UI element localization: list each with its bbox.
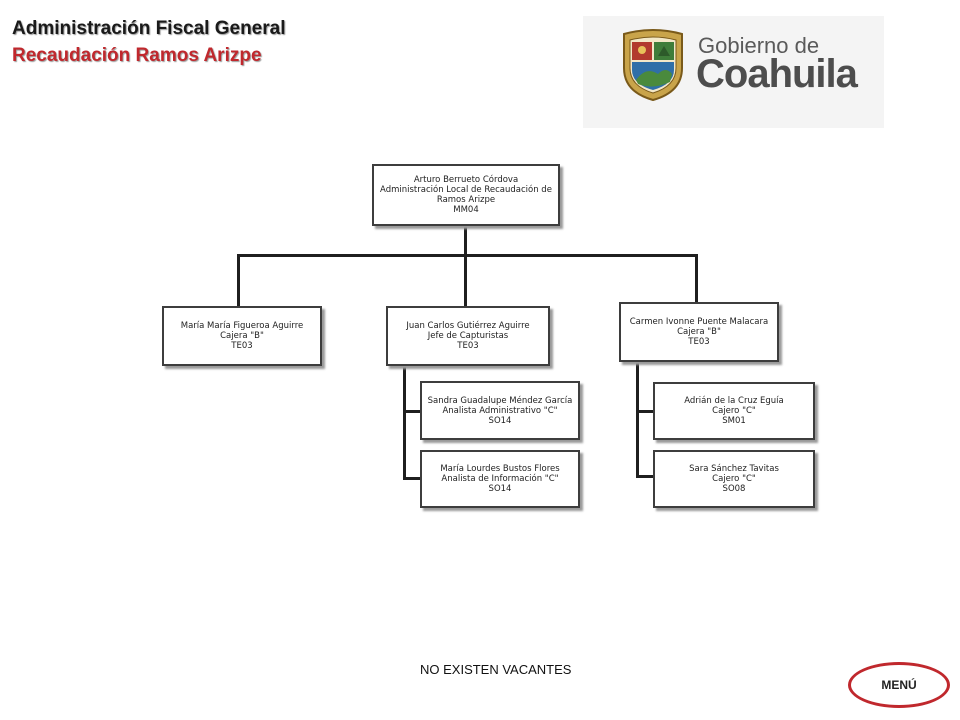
- box-name: María Lourdes Bustos Flores: [440, 464, 560, 474]
- box-name: María María Figueroa Aguirre: [180, 321, 304, 331]
- org-box-carmen: Carmen Ivonne Puente Malacara Cajera "B"…: [619, 302, 779, 362]
- vacancies-note: NO EXISTEN VACANTES: [420, 662, 572, 677]
- box-title: Administración Local de Recaudación de R…: [380, 185, 552, 205]
- box-name: Sandra Guadalupe Méndez García: [427, 395, 573, 406]
- connector-juan-down: [403, 366, 406, 480]
- box-title: Analista de Información "C": [441, 474, 559, 484]
- connector-center-down: [464, 254, 467, 307]
- box-name: Juan Carlos Gutiérrez Aguirre: [406, 321, 530, 331]
- government-logo: Gobierno de Coahuila: [583, 16, 884, 128]
- org-box-sandra: Sandra Guadalupe Méndez García Analista …: [420, 381, 580, 440]
- org-box-juan-carlos: Juan Carlos Gutiérrez Aguirre Jefe de Ca…: [386, 306, 550, 366]
- connector-lourdes: [403, 477, 422, 480]
- box-code: SM01: [722, 416, 746, 426]
- box-name: Sara Sánchez Tavitas: [689, 464, 779, 474]
- logo-text-coahuila: Coahuila: [696, 52, 858, 96]
- box-title: Analista Administrativo "C": [442, 405, 558, 416]
- box-name: Arturo Berrueto Córdova: [413, 175, 519, 185]
- page-title: Administración Fiscal General: [12, 18, 286, 39]
- box-code: SO14: [488, 484, 512, 494]
- box-code: SO08: [722, 484, 746, 494]
- box-code: TE03: [457, 341, 479, 351]
- org-box-maria-figueroa: María María Figueroa Aguirre Cajera "B" …: [162, 306, 322, 366]
- box-name: Adrián de la Cruz Eguía: [684, 396, 784, 406]
- connector-adrian: [636, 410, 655, 413]
- connector-sandra: [403, 410, 422, 413]
- menu-button[interactable]: MENÚ: [848, 662, 950, 708]
- org-box-root: Arturo Berrueto Córdova Administración L…: [372, 164, 560, 226]
- org-box-sara: Sara Sánchez Tavitas Cajero "C" SO08: [653, 450, 815, 508]
- box-title: Cajera "B": [220, 331, 264, 341]
- box-code: TE03: [688, 337, 710, 347]
- connector-root-down: [464, 224, 467, 256]
- box-title: Cajero "C": [712, 474, 756, 484]
- box-code: MM04: [453, 205, 479, 215]
- box-code: TE03: [231, 341, 253, 351]
- connector-carmen-down: [636, 362, 639, 478]
- box-name: Carmen Ivonne Puente Malacara: [629, 317, 769, 327]
- menu-button-label: MENÚ: [881, 678, 917, 692]
- org-box-adrian: Adrián de la Cruz Eguía Cajero "C" SM01: [653, 382, 815, 440]
- connector-horizontal-bar: [237, 254, 698, 257]
- box-title: Jefe de Capturistas: [427, 331, 509, 341]
- box-title: Cajero "C": [712, 406, 756, 416]
- box-code: SO14: [488, 415, 512, 426]
- connector-sara: [636, 475, 655, 478]
- page-subtitle: Recaudación Ramos Arizpe: [12, 45, 262, 66]
- connector-left-down: [237, 254, 240, 307]
- org-box-lourdes: María Lourdes Bustos Flores Analista de …: [420, 450, 580, 508]
- coat-of-arms-icon: [623, 29, 683, 102]
- connector-right-down: [695, 254, 698, 304]
- box-title: Cajera "B": [677, 327, 721, 337]
- logo-text-gobierno: Gobierno de: [698, 33, 820, 58]
